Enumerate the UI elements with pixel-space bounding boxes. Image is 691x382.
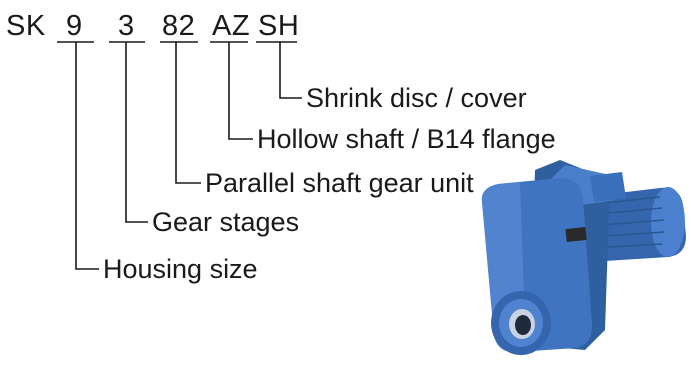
label-housing-size: Housing size: [103, 254, 258, 284]
code-prefix: SK: [6, 10, 46, 42]
code-shrink-disc: SH: [258, 10, 299, 42]
code-gear-unit: 82: [162, 10, 195, 42]
label-shrink-disc: Shrink disc / cover: [306, 83, 527, 113]
leader-gear-stages: [125, 42, 148, 223]
code-housing-size: 9: [66, 10, 83, 42]
label-gear-stages: Gear stages: [152, 207, 299, 237]
leader-shrink-disc: [279, 42, 302, 99]
leader-gear-unit: [175, 42, 201, 184]
gearbox-image: [481, 160, 686, 355]
code-shaft-flange: AZ: [212, 10, 250, 42]
label-shaft-flange: Hollow shaft / B14 flange: [257, 124, 556, 154]
leader-housing-size: [75, 42, 99, 270]
code-gear-stages: 3: [118, 10, 135, 42]
leader-shaft-flange: [228, 42, 253, 140]
label-gear-unit: Parallel shaft gear unit: [205, 168, 474, 198]
